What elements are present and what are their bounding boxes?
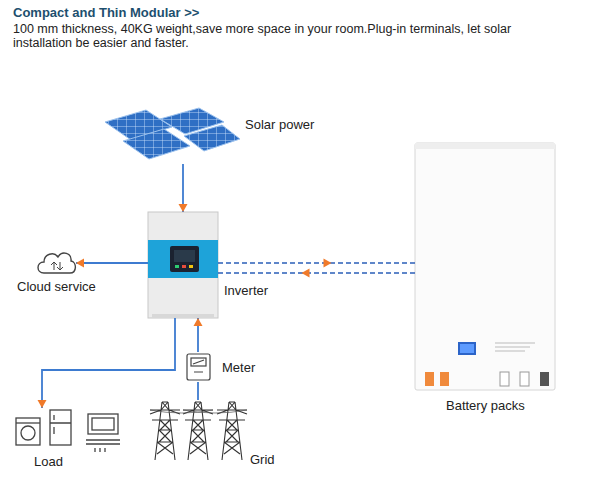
node-label: Grid — [250, 452, 275, 468]
arrow-head — [179, 204, 188, 212]
grid-node: Grid — [155, 400, 243, 462]
arrow-head — [302, 269, 310, 278]
dashed-connector — [218, 269, 415, 278]
cloud-node: Cloud service — [36, 248, 76, 278]
description-text: 100 mm thickness, 40KG weight,save more … — [13, 22, 545, 50]
meter-node: Meter — [186, 352, 212, 382]
connector — [194, 318, 203, 352]
connector — [76, 259, 148, 268]
connector — [38, 318, 176, 408]
connector — [179, 164, 188, 212]
arrow-head — [38, 400, 47, 408]
node-label: Meter — [222, 360, 255, 376]
connector-line — [218, 262, 415, 264]
node-label: Battery packs — [446, 398, 525, 414]
load-appliances — [16, 410, 120, 452]
inverter-node: Inverter — [148, 212, 218, 318]
connector-line — [218, 272, 415, 274]
meter-icon — [187, 354, 210, 380]
load-node: Load — [14, 408, 124, 446]
grid-towers — [150, 402, 247, 460]
title: Compact and Thin Modular >> — [13, 5, 199, 20]
arrow-head — [324, 259, 332, 268]
arrow-head — [76, 259, 84, 268]
connector-line — [197, 382, 199, 400]
node-label: Cloud service — [17, 279, 96, 295]
inverter-unit — [148, 212, 218, 318]
node-label: Inverter — [224, 283, 268, 299]
cloud-icon — [38, 253, 75, 273]
battery-node: Battery packs — [415, 143, 555, 390]
solar-node: Solar power — [100, 106, 230, 164]
battery-cabinet — [415, 143, 555, 390]
connector — [198, 382, 199, 400]
solar-panels — [105, 108, 240, 159]
arrow-head — [194, 318, 203, 326]
node-label: Solar power — [245, 117, 314, 133]
connector-line — [76, 262, 148, 264]
node-label: Load — [34, 454, 63, 470]
connector-line — [42, 318, 175, 408]
dashed-connector — [218, 259, 415, 268]
